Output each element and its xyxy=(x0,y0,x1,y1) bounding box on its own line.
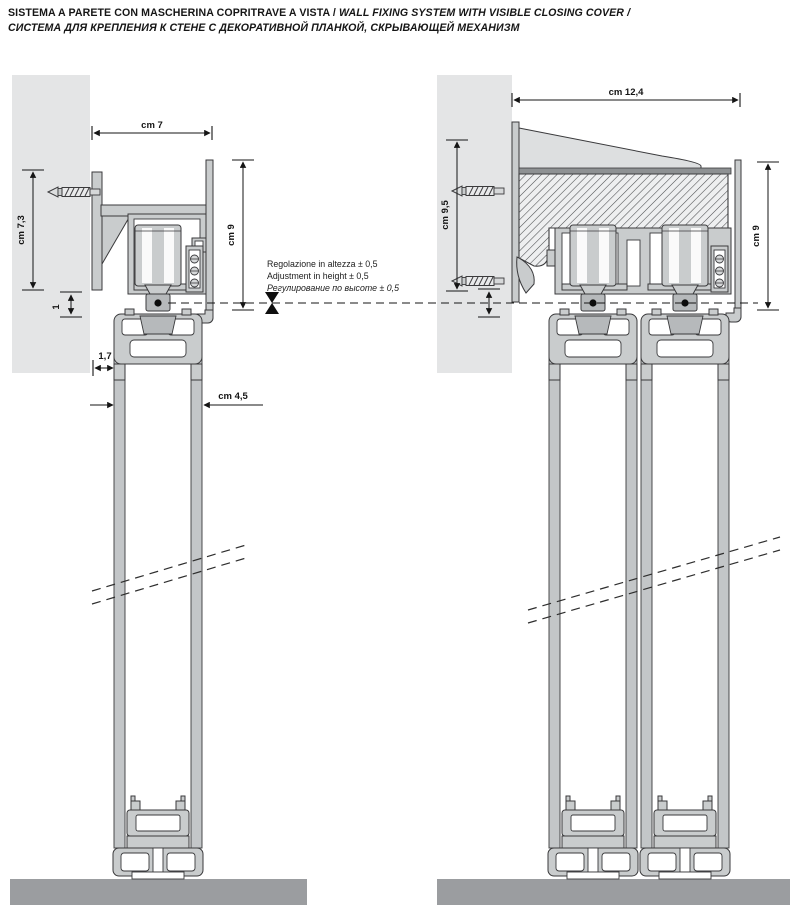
door-panel xyxy=(113,333,203,849)
wall xyxy=(12,75,90,373)
cover-tip xyxy=(516,256,535,294)
door-clamp-profile xyxy=(640,308,730,381)
dim-door-thickness: cm 4,5 xyxy=(90,391,263,409)
cover-hook xyxy=(725,307,742,323)
svg-text:Adjustment in height ± 0,5: Adjustment in height ± 0,5 xyxy=(267,271,369,281)
break-lines xyxy=(91,544,247,605)
svg-text:1,7: 1,7 xyxy=(98,351,111,362)
height-adjust-marker xyxy=(478,288,500,318)
dim-cover-height: cm 9 xyxy=(751,161,779,311)
title-english: WALL FIXING SYSTEM WITH VISIBLE CLOSING … xyxy=(338,7,631,19)
bottom-rail-profile xyxy=(639,795,731,880)
door-clamp-profile xyxy=(548,308,638,381)
title-russian: СИСТЕМА ДЛЯ КРЕПЛЕНИЯ К СТЕНЕ С ДЕКОРАТИ… xyxy=(8,22,520,35)
bottom-rail-profile xyxy=(112,795,204,880)
svg-text:cm 7,3: cm 7,3 xyxy=(16,215,27,245)
roller-carriage xyxy=(569,224,617,312)
floor xyxy=(10,879,307,905)
adjustment-note: Regolazione in altezza ± 0,5 Adjustment … xyxy=(267,259,399,293)
svg-text:Регулирование по высоте ± 0,5: Регулирование по высоте ± 0,5 xyxy=(267,283,399,293)
dim-wall-fixing-height: cm 9,5 xyxy=(440,139,468,292)
svg-text:1: 1 xyxy=(51,304,62,310)
title-italian: SISTEMA A PARETE CON MASCHERINA COPRITRA… xyxy=(8,7,336,19)
bottom-rail-profile xyxy=(547,795,639,880)
sloped-cover-top xyxy=(518,127,702,171)
wall xyxy=(437,75,512,373)
svg-text:Regolazione in altezza ± 0,5: Regolazione in altezza ± 0,5 xyxy=(267,259,378,269)
svg-text:cm 4,5: cm 4,5 xyxy=(218,391,248,402)
adjustment-screws xyxy=(185,245,204,293)
svg-text:cm 7: cm 7 xyxy=(141,120,163,131)
height-adjust-bowtie xyxy=(265,292,279,314)
dim-cover-height: cm 9 xyxy=(226,159,254,311)
adjustment-screws xyxy=(710,245,729,293)
door-clamp-profile xyxy=(113,308,203,381)
svg-text:cm 12,4: cm 12,4 xyxy=(609,87,645,98)
svg-text:cm 9,5: cm 9,5 xyxy=(440,199,451,229)
closing-cover-plate xyxy=(734,159,742,313)
roller-carriage xyxy=(134,224,182,312)
dim-wall-offset: 1,7 xyxy=(92,351,114,376)
right-diagram: cm 12,4 cm 9,5 cm 9 xyxy=(437,75,790,905)
svg-text:cm 9: cm 9 xyxy=(751,225,762,247)
break-lines xyxy=(527,536,781,624)
left-diagram: cm 7 cm 7,3 cm 9 1 xyxy=(10,75,307,905)
dim-wall-fixing-height: cm 7,3 xyxy=(16,169,44,291)
floor xyxy=(437,879,790,905)
dim-top-clearance: 1 xyxy=(51,291,82,318)
dim-track-width: cm 7 xyxy=(91,120,213,140)
closing-cover-plate xyxy=(205,159,214,314)
roller-carriage xyxy=(661,224,709,312)
page-title: SISTEMA A PARETE CON MASCHERINA COPRITRA… xyxy=(8,6,796,37)
dim-track-width: cm 12,4 xyxy=(511,87,741,107)
svg-text:cm 9: cm 9 xyxy=(226,224,237,246)
bracket-brace xyxy=(101,215,131,266)
track-assembly xyxy=(47,159,214,324)
track-assembly xyxy=(451,121,742,323)
door-panel xyxy=(640,333,730,849)
